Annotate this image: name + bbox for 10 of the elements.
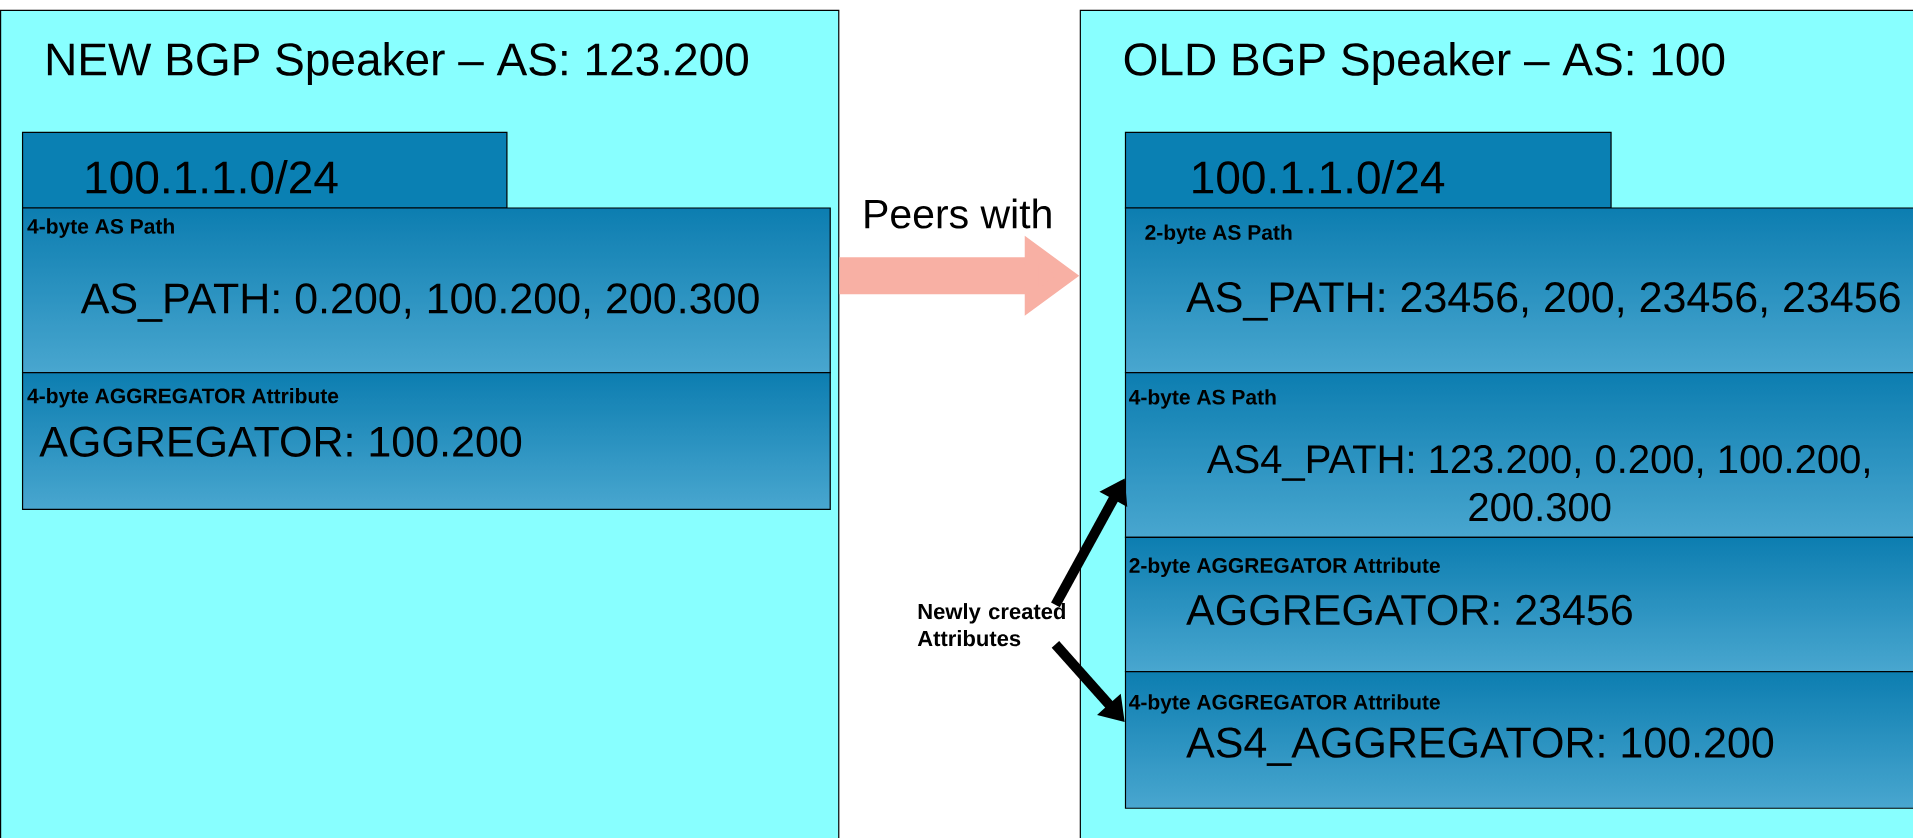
attribute-box: 4-byte AS Path AS4_PATH: 123.200, 0.200, 100.200, 200.300 [1124,372,1913,538]
attribute-box: 2-byte AS Path AS_PATH: 23456, 200, 23456, 23456 [1124,207,1913,374]
prefix-tab: 100.1.1.0/24 [1124,131,1612,209]
note-text: Newly created Attributes [917,603,1065,647]
attribute-box: 4-byte AS Path AS_PATH: 0.200, 100.200, 200.300 [21,207,831,374]
attribute-box: 2-byte AGGREGATOR Attribute AGGREGATOR: 23456 [1124,536,1913,673]
attribute-box: 4-byte AGGREGATOR Attribute AGGREGATOR: 100.200 [21,372,831,510]
edge-label: Peers with [861,197,1055,230]
prefix-tab: 100.1.1.0/24 [21,131,508,209]
attribute-box: 4-byte AGGREGATOR Attribute AS4_AGGREGATOR: 100.200 [1124,671,1913,809]
